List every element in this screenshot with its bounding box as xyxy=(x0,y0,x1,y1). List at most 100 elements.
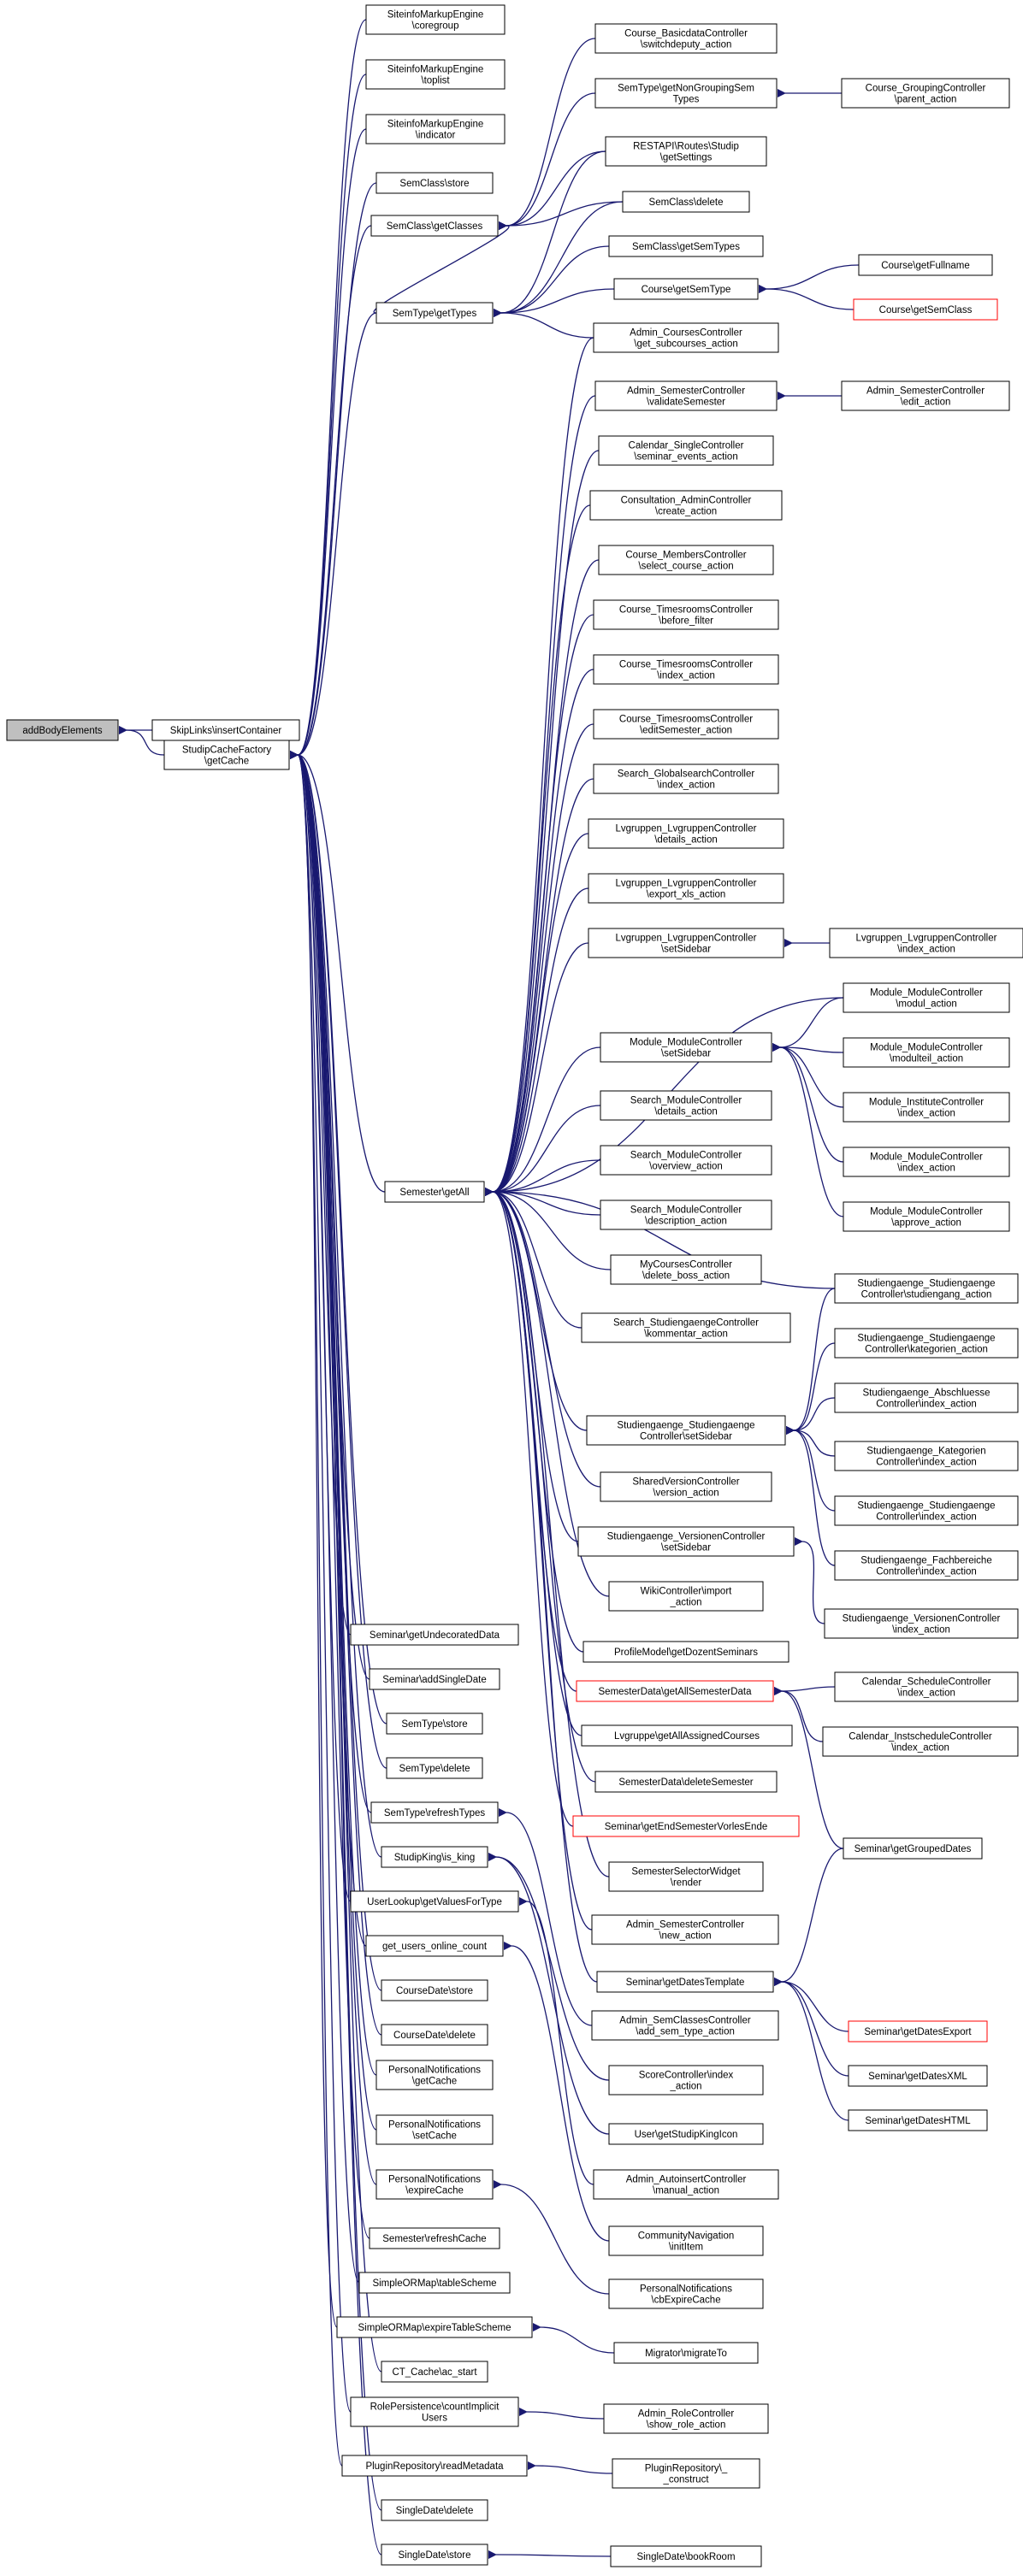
graph-node-sd-gasd[interactable]: SemesterData\getAllSemesterData xyxy=(576,1680,774,1702)
graph-node-sd-ds[interactable]: SemesterData\deleteSemester xyxy=(594,1771,778,1793)
graph-node-ssgc-ss[interactable]: Studiengaenge_StudiengaengeController\se… xyxy=(586,1415,786,1446)
graph-node-cd-store[interactable]: CourseDate\store xyxy=(381,1979,488,2001)
graph-node-pm-gds[interactable]: ProfileModel\getDozentSeminars xyxy=(582,1641,789,1663)
graph-node-arc-sra[interactable]: Admin_RoleController\show_role_action xyxy=(603,2403,769,2434)
graph-node-cisc-ia[interactable]: Calendar_InstscheduleController\index_ac… xyxy=(822,1726,1019,1757)
graph-node-mmc-aa[interactable]: Module_ModuleController\approve_action xyxy=(843,1201,1010,1232)
graph-node-ssgc-sa[interactable]: Studiengaenge_StudiengaengeController\st… xyxy=(834,1273,1019,1304)
graph-node-sme-ind[interactable]: SiteinfoMarkupEngine\indicator xyxy=(365,114,506,144)
graph-node-ctc-esa[interactable]: Course_TimesroomsController\editSemester… xyxy=(593,709,779,740)
graph-node-mic-ia[interactable]: Module_InstituteController\index_action xyxy=(843,1092,1010,1123)
graph-node-st-store[interactable]: SemType\store xyxy=(386,1712,483,1735)
graph-node-st-del[interactable]: SemType\delete xyxy=(386,1757,483,1779)
graph-node-ctc-ia[interactable]: Course_TimesroomsController\index_action xyxy=(593,654,779,685)
graph-node-c-gsc[interactable]: Course\getSemClass xyxy=(853,298,998,321)
graph-node-c-gfn[interactable]: Course\getFullname xyxy=(858,254,993,276)
graph-node-s-ud[interactable]: Seminar\getUndecoratedData xyxy=(350,1624,519,1646)
graph-node-pn-cec[interactable]: PersonalNotifications\cbExpireCache xyxy=(608,2278,764,2309)
graph-node-csc-sea[interactable]: Calendar_SingleController\seminar_events… xyxy=(598,435,774,466)
graph-node-ssw-r[interactable]: SemesterSelectorWidget\render xyxy=(608,1861,764,1892)
graph-node-s-gdx[interactable]: Seminar\getDatesXML xyxy=(848,2065,988,2087)
graph-node-sgc-ia[interactable]: Search_GlobalsearchController\index_acti… xyxy=(593,763,779,794)
graph-node-cbc-sd[interactable]: Course_BasicdataController\switchdeputy_… xyxy=(594,23,778,54)
graph-node-mmc-ss[interactable]: Module_ModuleController\setSidebar xyxy=(600,1032,772,1063)
graph-node-s-gdh[interactable]: Seminar\getDatesHTML xyxy=(848,2109,988,2131)
graph-node-smc-dsa[interactable]: Search_ModuleController\description_acti… xyxy=(600,1200,772,1230)
graph-node-svc-va[interactable]: SharedVersionController\version_action xyxy=(600,1471,772,1502)
graph-node-mcc-dba[interactable]: MyCoursesController\delete_boss_action xyxy=(610,1254,762,1285)
graph-node-sac-ia[interactable]: Studiengaenge_AbschluesseController\inde… xyxy=(834,1382,1019,1413)
graph-node-mmc-ia[interactable]: Module_ModuleController\index_action xyxy=(843,1147,1010,1177)
graph-node-sd-br[interactable]: SingleDate\bookRoom xyxy=(610,2545,762,2567)
graph-node-sem-ga[interactable]: Semester\getAll xyxy=(384,1181,485,1203)
graph-node-llc-ia[interactable]: Lvgruppen_LvgruppenController\index_acti… xyxy=(829,928,1023,958)
graph-node-smc-da[interactable]: Search_ModuleController\details_action xyxy=(600,1090,772,1121)
graph-node-acc-gsa[interactable]: Admin_CoursesController\get_subcourses_a… xyxy=(593,322,779,353)
graph-node-ct-ac[interactable]: CT_Cache\ac_start xyxy=(381,2361,488,2383)
graph-node-mmc-mta[interactable]: Module_ModuleController\modulteil_action xyxy=(843,1037,1010,1068)
graph-node-s-gesve[interactable]: Seminar\getEndSemesterVorlesEnde xyxy=(572,1815,800,1837)
graph-node-rest-gs[interactable]: RESTAPI\Routes\Studip\getSettings xyxy=(605,136,767,167)
graph-node-sme-top[interactable]: SiteinfoMarkupEngine\toplist xyxy=(365,59,506,90)
graph-node-sem-rc[interactable]: Semester\refreshCache xyxy=(369,2227,500,2249)
graph-node-llc-ss[interactable]: Lvgruppen_LvgruppenController\setSidebar xyxy=(588,928,784,958)
graph-node-st-rt[interactable]: SemType\refreshTypes xyxy=(370,1801,499,1824)
graph-node-ctc-bf[interactable]: Course_TimesroomsController\before_filte… xyxy=(593,599,779,630)
graph-node-cac-ca[interactable]: Consultation_AdminController\create_acti… xyxy=(589,490,783,521)
graph-node-st-gt[interactable]: SemType\getTypes xyxy=(375,302,494,324)
graph-node-ssc-ka[interactable]: Search_StudiengaengeController\kommentar… xyxy=(581,1312,791,1343)
graph-node-wc-ia[interactable]: WikiController\import_action xyxy=(608,1581,764,1612)
graph-node-sc-gst[interactable]: SemClass\getSemTypes xyxy=(608,235,764,257)
graph-node-mmc-ma[interactable]: Module_ModuleController\modul_action xyxy=(843,982,1010,1013)
graph-node-asc-ea[interactable]: Admin_SemesterController\edit_action xyxy=(841,380,1010,411)
graph-node-cd-del[interactable]: CourseDate\delete xyxy=(381,2024,488,2046)
graph-node-pr-rm[interactable]: PluginRepository\readMetadata xyxy=(341,2455,528,2477)
graph-node-ssgc-ia[interactable]: Studiengaenge_StudiengaengeController\in… xyxy=(834,1495,1019,1526)
graph-node-llc-da[interactable]: Lvgruppen_LvgruppenController\details_ac… xyxy=(588,818,784,849)
graph-node-pn-sc[interactable]: PersonalNotifications\setCache xyxy=(375,2114,494,2145)
graph-node-cmc-sca[interactable]: Course_MembersController\select_course_a… xyxy=(598,545,774,575)
graph-node-scc-ia[interactable]: ScoreController\index_action xyxy=(608,2065,764,2096)
graph-node-ascc-ast[interactable]: Admin_SemClassesController\add_sem_type_… xyxy=(591,2010,779,2041)
graph-node-skip[interactable]: SkipLinks\insertContainer xyxy=(151,719,300,741)
graph-node-asc-vs[interactable]: Admin_SemesterController\validateSemeste… xyxy=(594,380,778,411)
graph-node-skc-ia[interactable]: Studiengaenge_KategorienController\index… xyxy=(834,1441,1019,1471)
graph-node-llc-exa[interactable]: Lvgruppen_LvgruppenController\export_xls… xyxy=(588,873,784,904)
graph-node-sme-core[interactable]: SiteinfoMarkupEngine\coregroup xyxy=(365,4,506,35)
graph-node-sc-store[interactable]: SemClass\store xyxy=(375,172,494,194)
graph-node-ul-gv[interactable]: UserLookup\getValuesForType xyxy=(350,1890,519,1913)
graph-node-mig-mt[interactable]: Migrator\migrateTo xyxy=(613,2342,759,2364)
graph-node-root[interactable]: addBodyElements xyxy=(6,719,119,741)
graph-node-som-ts[interactable]: SimpleORMap\tableScheme xyxy=(358,2272,511,2294)
graph-node-svgc-ia[interactable]: Studiengaenge_VersionenController\index_… xyxy=(824,1608,1019,1639)
graph-node-asc-na[interactable]: Admin_SemesterController\new_action xyxy=(591,1914,779,1945)
graph-node-s-asd[interactable]: Seminar\addSingleDate xyxy=(369,1668,500,1690)
graph-node-gc[interactable]: StudipCacheFactory\getCache xyxy=(163,740,290,770)
graph-node-csc-ia[interactable]: Calendar_ScheduleController\index_action xyxy=(834,1671,1019,1702)
graph-node-s-gdt[interactable]: Seminar\getDatesTemplate xyxy=(596,1971,774,1993)
graph-node-lv-gac[interactable]: Lvgruppe\getAllAssignedCourses xyxy=(581,1724,793,1747)
graph-node-sd-store[interactable]: SingleDate\store xyxy=(381,2544,488,2566)
graph-node-som-ets[interactable]: SimpleORMap\expireTableScheme xyxy=(336,2316,533,2338)
graph-node-sc-gc[interactable]: SemClass\getClasses xyxy=(370,215,499,237)
graph-node-sfc-ia[interactable]: Studiengaenge_FachbereicheController\ind… xyxy=(834,1550,1019,1581)
graph-node-s-gde[interactable]: Seminar\getDatesExport xyxy=(848,2020,988,2043)
graph-node-u-gsk[interactable]: User\getStudipKingIcon xyxy=(608,2123,764,2145)
graph-node-svgc-ss[interactable]: Studiengaenge_VersionenController\setSid… xyxy=(577,1526,795,1557)
graph-node-sc-del[interactable]: SemClass\delete xyxy=(622,191,750,213)
graph-node-c-gst[interactable]: Course\getSemType xyxy=(613,278,759,300)
graph-node-smc-oa[interactable]: Search_ModuleController\overview_action xyxy=(600,1145,772,1176)
graph-node-sd-del[interactable]: SingleDate\delete xyxy=(381,2499,488,2521)
graph-node-ssgc-ka[interactable]: Studiengaenge_StudiengaengeController\ka… xyxy=(834,1328,1019,1359)
graph-node-pr-c[interactable]: PluginRepository\__construct xyxy=(612,2458,760,2489)
graph-node-guoc[interactable]: get_users_online_count xyxy=(365,1935,504,1957)
graph-node-pn-gc[interactable]: PersonalNotifications\getCache xyxy=(375,2060,494,2090)
graph-node-cgc-pa[interactable]: Course_GroupingController\parent_action xyxy=(841,78,1010,109)
graph-node-s-ggd[interactable]: Seminar\getGroupedDates xyxy=(843,1837,983,1860)
graph-node-aac-ma[interactable]: Admin_AutoinsertController\manual_action xyxy=(593,2169,779,2200)
graph-node-sk-isk[interactable]: StudipKing\is_king xyxy=(381,1846,488,1868)
graph-node-pn-ec[interactable]: PersonalNotifications\expireCache xyxy=(375,2169,494,2200)
graph-node-cn-ii[interactable]: CommunityNavigation\initItem xyxy=(608,2225,764,2256)
